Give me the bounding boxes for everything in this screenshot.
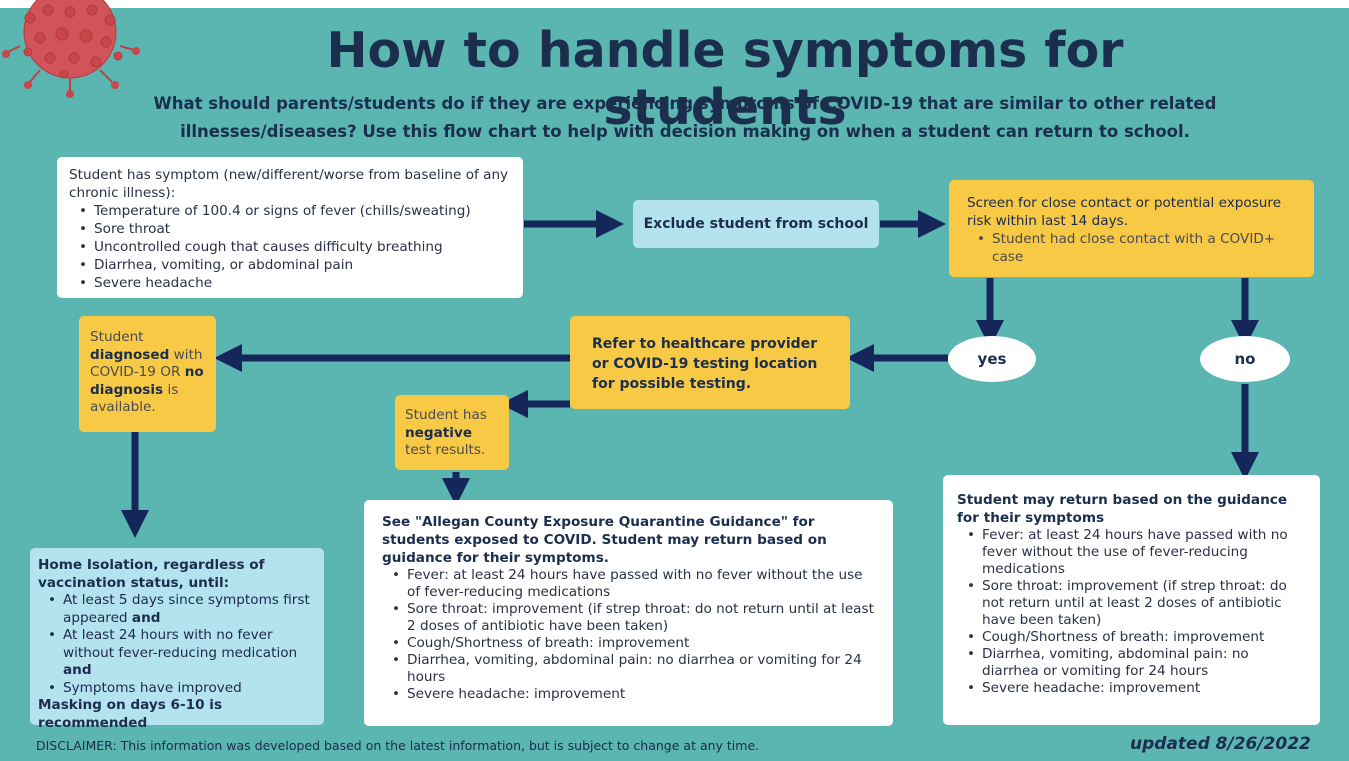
isolation-list: At least 5 days since symptoms first app… bbox=[38, 592, 316, 697]
virus-icon bbox=[2, 0, 140, 98]
negative-text-1: Student has bbox=[405, 407, 487, 423]
list-item: Student had close contact with a COVID+ … bbox=[967, 230, 1296, 266]
and-word: and bbox=[63, 662, 92, 678]
top-strip bbox=[0, 0, 1349, 8]
symptom-box: Student has symptom (new/different/worse… bbox=[57, 157, 523, 298]
diagnosed-bold-1: diagnosed bbox=[90, 346, 170, 363]
isolation-box: Home Isolation, regardless of vaccinatio… bbox=[30, 548, 324, 731]
list-item: Severe headache: improvement bbox=[957, 680, 1306, 697]
symptom-heading: Student has symptom (new/different/worse… bbox=[69, 167, 509, 201]
exclude-box: Exclude student from school bbox=[633, 200, 879, 248]
list-item: Diarrhea, vomiting, or abdominal pain bbox=[69, 256, 511, 274]
list-item: Cough/Shortness of breath: improvement bbox=[957, 629, 1306, 646]
list-item: Diarrhea, vomiting, abdominal pain: no d… bbox=[382, 652, 875, 686]
diagnosed-text-3: is available. bbox=[90, 381, 179, 416]
negative-bold: negative bbox=[405, 424, 473, 441]
exclude-label: Exclude student from school bbox=[643, 216, 869, 232]
no-oval: no bbox=[1200, 336, 1290, 382]
no-label: no bbox=[1234, 350, 1256, 368]
disclaimer: DISCLAIMER: This information was develop… bbox=[36, 738, 760, 753]
list-item: At least 24 hours with no fever without … bbox=[38, 627, 316, 680]
screen-box: Screen for close contact or potential ex… bbox=[949, 180, 1314, 277]
return-list: Fever: at least 24 hours have passed wit… bbox=[957, 527, 1306, 697]
yes-label: yes bbox=[977, 350, 1007, 368]
allegan-list: Fever: at least 24 hours have passed wit… bbox=[382, 567, 875, 703]
list-item: Uncontrolled cough that causes difficult… bbox=[69, 238, 511, 256]
list-item: Temperature of 100.4 or signs of fever (… bbox=[69, 202, 511, 220]
screen-list: Student had close contact with a COVID+ … bbox=[967, 230, 1296, 266]
isolation-item-1: At least 5 days since symptoms first app… bbox=[63, 592, 310, 626]
allegan-guidance-box: See "Allegan County Exposure Quarantine … bbox=[364, 500, 893, 726]
diagnosed-bold-2: no diagnosis bbox=[90, 364, 204, 398]
allegan-heading: See "Allegan County Exposure Quarantine … bbox=[382, 514, 827, 566]
list-item: Sore throat bbox=[69, 220, 511, 238]
page-title: How to handle symptoms for students bbox=[326, 22, 1124, 136]
negative-text-2: test results. bbox=[405, 442, 486, 458]
refer-box: Refer to healthcare provider or COVID-19… bbox=[570, 316, 850, 409]
subtitle: What should parents/students do if they … bbox=[120, 90, 1250, 146]
list-item: At least 5 days since symptoms first app… bbox=[38, 592, 316, 627]
list-item: Fever: at least 24 hours have passed wit… bbox=[382, 567, 875, 601]
yes-oval: yes bbox=[948, 336, 1036, 382]
screen-heading: Screen for close contact or potential ex… bbox=[967, 195, 1282, 229]
diagnosed-text-1: Student bbox=[90, 329, 144, 345]
list-item: Severe headache: improvement bbox=[382, 686, 875, 703]
isolation-heading: Home Isolation, regardless of vaccinatio… bbox=[38, 557, 265, 591]
list-item: Fever: at least 24 hours have passed wit… bbox=[957, 527, 1306, 578]
list-item: Sore throat: improvement (if strep throa… bbox=[957, 578, 1306, 629]
subtitle-line-1: What should parents/students do if they … bbox=[153, 94, 1217, 113]
isolation-item-2: At least 24 hours with no fever without … bbox=[63, 627, 298, 661]
subtitle-line-2: illnesses/diseases? Use this flow chart … bbox=[180, 122, 1190, 141]
masking-note: Masking on days 6-10 is recommended bbox=[38, 697, 223, 731]
list-item: Diarrhea, vomiting, abdominal pain: no d… bbox=[957, 646, 1306, 680]
return-heading: Student may return based on the guidance… bbox=[957, 492, 1288, 526]
diagnosed-box: Student diagnosed with COVID-19 OR no di… bbox=[79, 316, 216, 432]
list-item: Sore throat: improvement (if strep throa… bbox=[382, 601, 875, 635]
and-word: and bbox=[131, 609, 161, 626]
updated-date: updated 8/26/2022 bbox=[1130, 734, 1311, 754]
list-item: Severe headache bbox=[69, 274, 511, 292]
list-item: Cough/Shortness of breath: improvement bbox=[382, 635, 875, 652]
negative-box: Student has negative test results. bbox=[395, 395, 509, 470]
symptom-list: Temperature of 100.4 or signs of fever (… bbox=[69, 202, 511, 292]
diagnosed-text-2: with COVID-19 OR bbox=[90, 346, 203, 381]
list-item: Symptoms have improved bbox=[38, 680, 316, 698]
return-guidance-box: Student may return based on the guidance… bbox=[943, 475, 1320, 725]
refer-label: Refer to healthcare provider or COVID-19… bbox=[592, 336, 818, 392]
